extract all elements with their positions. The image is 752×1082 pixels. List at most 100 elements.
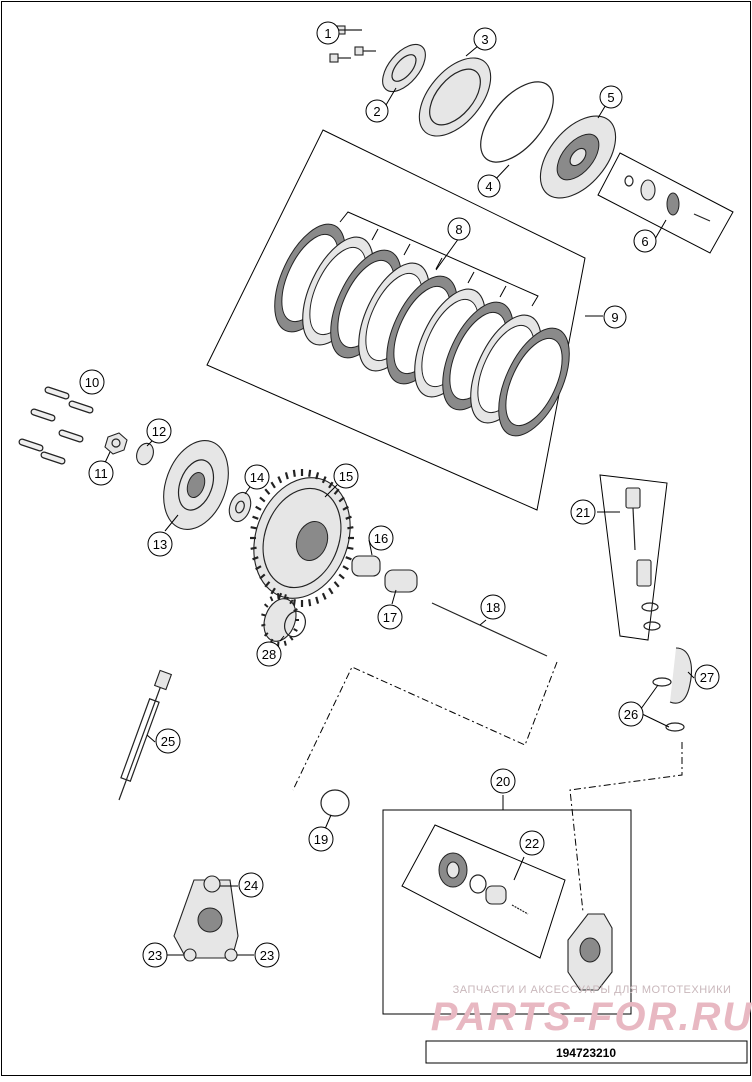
gear-tooth — [335, 582, 339, 587]
pin — [48, 390, 66, 396]
callout-9: 9 — [604, 306, 626, 328]
callout-4: 4 — [478, 175, 500, 197]
gear-tooth — [329, 588, 333, 594]
callout-23-left: 23 — [143, 943, 167, 967]
needle-bearing — [352, 556, 380, 576]
callout-11: 11 — [89, 461, 113, 485]
diagram-code: 194723210 — [556, 1046, 616, 1060]
callout-17: 17 — [378, 605, 402, 629]
callout-19: 19 — [309, 827, 333, 851]
gear-tooth — [256, 507, 261, 510]
callout-number: 2 — [373, 104, 380, 119]
callout-number: 15 — [339, 469, 353, 484]
pin — [22, 442, 40, 448]
callout-1: 1 — [317, 22, 339, 44]
callout-number: 6 — [641, 234, 648, 249]
callout-13: 13 — [148, 532, 172, 556]
callout-23-right: 23 — [255, 943, 279, 967]
callout-number: 13 — [153, 537, 167, 552]
gear-tooth — [278, 477, 281, 483]
callout-8: 8 — [448, 218, 470, 240]
gear-tooth — [261, 614, 265, 615]
callout-27: 27 — [695, 665, 719, 689]
nut — [105, 433, 127, 454]
spring-pins — [22, 390, 90, 461]
callout-21: 21 — [571, 500, 595, 524]
callout-18: 18 — [481, 595, 505, 619]
callout-number: 3 — [481, 32, 488, 47]
gear-tooth — [260, 497, 265, 501]
callout-15: 15 — [334, 464, 358, 488]
gear-tooth — [343, 566, 348, 569]
callout-number: 19 — [314, 832, 328, 847]
callout-number: 24 — [244, 878, 258, 893]
pressure-cap-frame — [598, 153, 733, 253]
callout-10: 10 — [80, 370, 104, 394]
callout-6: 6 — [634, 230, 656, 252]
callout-number: 14 — [250, 470, 264, 485]
gear-tooth — [265, 489, 269, 494]
gear-tooth — [323, 593, 326, 599]
bushing — [385, 570, 417, 592]
callout-5: 5 — [600, 86, 622, 108]
gear-tooth — [261, 625, 265, 626]
gear-tooth — [346, 557, 352, 559]
pin — [44, 455, 62, 461]
slave-cylinder-body — [568, 914, 612, 990]
callout-number: 4 — [485, 179, 492, 194]
gear-tooth — [347, 527, 353, 528]
callout-number: 26 — [624, 707, 638, 722]
bleed-fittings — [626, 488, 660, 630]
callout-26: 26 — [619, 702, 643, 726]
gear-tooth — [286, 472, 288, 479]
gear-tooth — [271, 597, 273, 601]
banjo-fitting — [670, 648, 691, 703]
gear-tooth — [251, 527, 257, 528]
pin — [62, 433, 80, 439]
pin — [72, 404, 90, 410]
callout-12: 12 — [147, 419, 171, 443]
gear-tooth — [294, 629, 298, 631]
callout-number: 8 — [455, 222, 462, 237]
callout-number: 1 — [324, 26, 331, 41]
watermark-brand: PARTS-FOR.RU — [431, 995, 752, 1039]
pin — [34, 412, 52, 418]
inner-hub — [152, 432, 240, 539]
gear-tooth — [294, 470, 295, 477]
hose-route — [570, 742, 682, 912]
gear-tooth — [309, 599, 310, 606]
gear-tooth — [265, 604, 268, 607]
gear-tooth — [285, 641, 286, 646]
callout-number: 28 — [262, 647, 276, 662]
release-parts — [625, 176, 710, 221]
callout-number: 9 — [611, 310, 618, 325]
gear-tooth — [251, 548, 257, 549]
callout-number: 5 — [607, 90, 614, 105]
callout-28: 28 — [257, 642, 281, 666]
callout-22: 22 — [520, 831, 544, 855]
callout-3: 3 — [474, 28, 496, 50]
callout-number: 23 — [260, 948, 274, 963]
clutch-cover — [526, 102, 631, 212]
callout-number: 23 — [148, 948, 162, 963]
gear-tooth — [339, 574, 344, 578]
callout-number: 22 — [525, 836, 539, 851]
callout-24: 24 — [239, 873, 263, 897]
callout-number: 21 — [576, 505, 590, 520]
callout-number: 20 — [496, 774, 510, 789]
callout-number: 27 — [700, 670, 714, 685]
clutch-plate-stack — [260, 214, 584, 447]
line-route — [293, 662, 557, 790]
callout-number: 11 — [94, 466, 108, 481]
clutch-slave-cover — [174, 876, 238, 961]
gear-tooth — [285, 594, 286, 599]
callout-number: 25 — [161, 734, 175, 749]
callout-2: 2 — [366, 100, 388, 122]
callout-16: 16 — [369, 526, 393, 550]
gear-tooth — [316, 597, 318, 604]
slave-piston — [439, 853, 528, 914]
callout-number: 12 — [152, 424, 166, 439]
callout-number: 18 — [486, 600, 500, 615]
sealing-washer-top — [653, 678, 671, 686]
